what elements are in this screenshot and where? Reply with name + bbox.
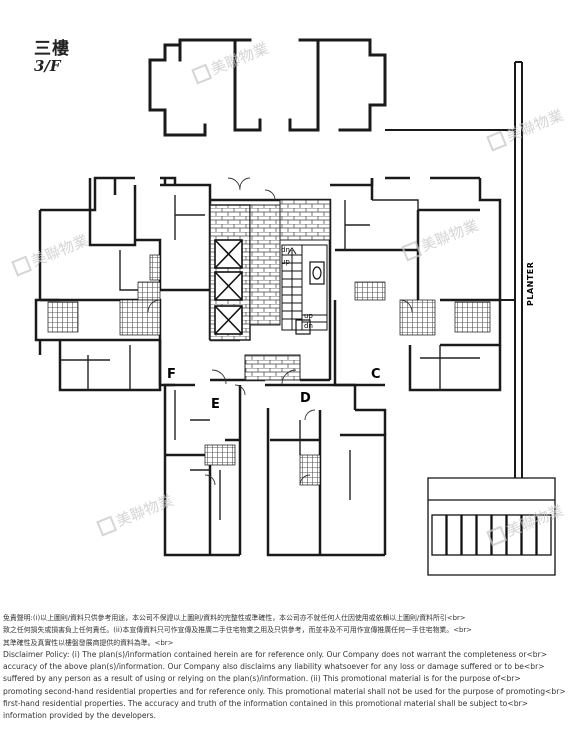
stair-up-label-2: up [304, 312, 313, 320]
core-brick-top [279, 199, 331, 241]
inner-partitions [60, 195, 480, 520]
top-wing-outline [148, 38, 387, 137]
floor-plan: F C E D dn up up dn PLANTER 美聯物業 美聯物業 [11, 38, 566, 576]
watermark-logo-4: 美聯物業 [401, 216, 481, 262]
floor-title-chinese: 三樓 [34, 39, 70, 59]
svg-text:美聯物業: 美聯物業 [503, 106, 565, 145]
watermark-logo-1: 美聯物業 [191, 39, 271, 85]
disclaimer-line-cn-3: 其準確性及真實性以樓盤發展商提供的資料為準。<br> [3, 638, 174, 647]
floor-plan-drawing: F C E D dn up up dn PLANTER 美聯物業 美聯物業 [11, 38, 566, 576]
disclaimer-line-en-4: promoting second-hand residential proper… [3, 686, 566, 696]
disclaimer-line-en-1: Disclaimer Policy: (i) The plan(s)/infor… [3, 649, 548, 659]
unit-label-e: E [211, 397, 220, 412]
disclaimer-line-en-5: first-hand residential properties. The a… [3, 699, 528, 709]
svg-text:美聯物業: 美聯物業 [113, 491, 175, 530]
door-swings [147, 177, 413, 486]
unit-label-d: D [300, 391, 311, 406]
lift-shafts [214, 239, 243, 335]
parking-bays [427, 477, 556, 576]
planter-label: PLANTER [526, 262, 535, 306]
floor-title-english: 3/F [34, 57, 61, 75]
toilet-fixtures [295, 261, 325, 335]
unit-label-c: C [371, 367, 381, 382]
stair-dn-label-1: dn [281, 246, 290, 254]
disclaimer-line-en-3: suffered by any person as a result of us… [3, 674, 521, 684]
svg-text:美聯物業: 美聯物業 [28, 231, 90, 270]
planter-boundary [385, 61, 523, 485]
stair-up-label-1: up [281, 258, 290, 266]
watermark: 美聯物業 美聯物業 美聯物業 美聯物業 美聯物業 [11, 39, 566, 547]
disclaimer: 免責聲明:(i)以上圖則/資料只供參考用途，本公司不保證以上圖則/資料的完整性或… [3, 612, 579, 723]
stair-dn-label-2: dn [304, 322, 313, 330]
wet-areas [47, 254, 491, 486]
core-brick-bottom [244, 354, 301, 381]
disclaimer-line-cn-1: 免責聲明:(i)以上圖則/資料只供參考用途，本公司不保證以上圖則/資料的完整性或… [3, 614, 466, 622]
unit-label-f: F [167, 367, 176, 382]
disclaimer-line-en-6: information provided by the developers. [3, 711, 156, 721]
watermark-logo-3: 美聯物業 [11, 231, 91, 277]
core-brick-centre [249, 204, 281, 326]
disclaimer-line-en-2: accuracy of the above plan(s)/informatio… [3, 662, 545, 672]
disclaimer-line-cn-2: 致之任何損失或損害負上任何責任。(ii)本宣傳資料只可作宣傳及推廣二手住宅物業之… [3, 626, 472, 635]
svg-text:美聯物業: 美聯物業 [418, 216, 480, 255]
stairs [281, 244, 328, 331]
svg-text:美聯物業: 美聯物業 [208, 39, 270, 78]
